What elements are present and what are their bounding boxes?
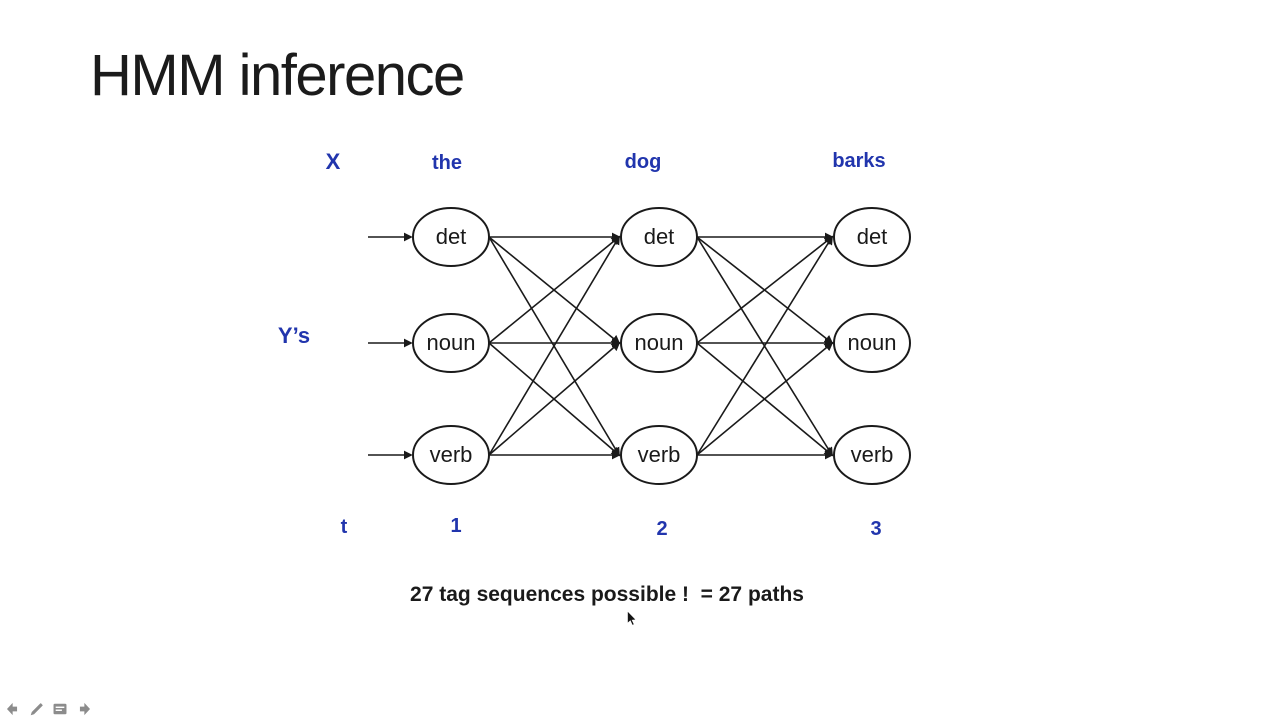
state-node-label: noun: [635, 330, 684, 355]
pencil-icon: [30, 703, 43, 716]
state-node-label: verb: [638, 442, 681, 467]
state-node-det: [620, 207, 698, 267]
mouse-cursor: [626, 610, 638, 626]
state-node-label: verb: [851, 442, 894, 467]
state-node-det: [833, 207, 911, 267]
state-node-label: noun: [848, 330, 897, 355]
annotation-menu-icon: [53, 703, 67, 715]
time-step-label-2: 2: [656, 518, 668, 540]
state-node-noun: [412, 313, 490, 373]
state-node-verb: [620, 425, 698, 485]
next-slide-button[interactable]: [73, 699, 93, 719]
state-node-noun: [620, 313, 698, 373]
time-axis-label: t: [340, 516, 348, 538]
time-step-label-1: 1: [450, 515, 462, 537]
arrow-left-icon: [6, 702, 18, 716]
x-sequence-label: X: [325, 149, 341, 174]
observation-label-1: the: [432, 152, 462, 174]
transition-edge: [696, 235, 834, 344]
state-node-label: det: [436, 224, 467, 249]
caption-text: 27 tag sequences possible ! = 27 paths: [410, 583, 804, 606]
state-node-verb: [833, 425, 911, 485]
state-node-noun: [833, 313, 911, 373]
state-node-verb: [412, 425, 490, 485]
slide-title: HMM inference: [90, 43, 465, 108]
transition-edge: [696, 235, 833, 456]
y-sequence-label: Y’s: [277, 323, 311, 348]
transition-edge: [488, 341, 621, 456]
arrow-right-icon: [79, 702, 91, 716]
pen-tools-button[interactable]: [27, 699, 47, 719]
state-node-label: det: [857, 224, 888, 249]
observation-label-3: barks: [832, 150, 886, 172]
time-step-label-3: 3: [870, 518, 882, 540]
state-node-label: det: [644, 224, 675, 249]
transition-edge: [488, 235, 620, 456]
previous-slide-button[interactable]: [4, 699, 24, 719]
transition-edge: [696, 341, 834, 456]
state-node-det: [412, 207, 490, 267]
state-node-label: verb: [430, 442, 473, 467]
slide-menu-button[interactable]: [50, 699, 70, 719]
observation-label-2: dog: [624, 151, 662, 173]
transition-edge: [488, 235, 621, 344]
state-node-label: noun: [427, 330, 476, 355]
presentation-controls: [4, 699, 93, 719]
